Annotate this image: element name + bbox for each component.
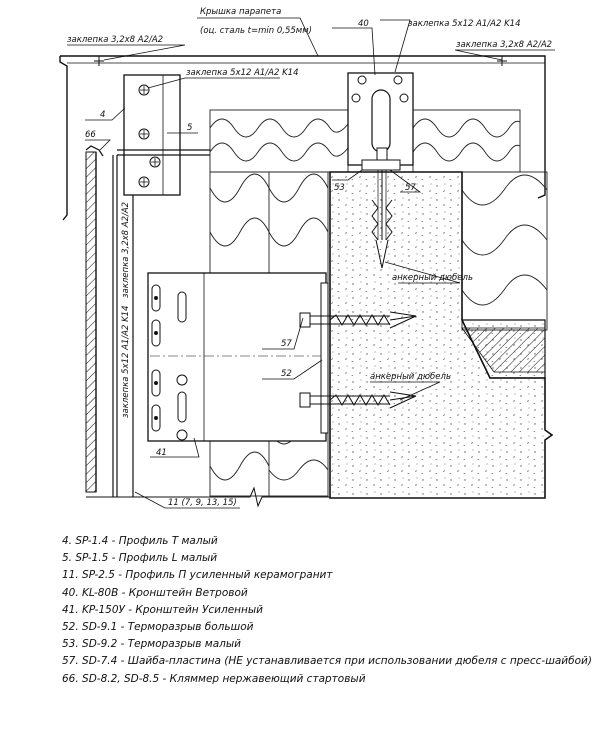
label-11: 11 (7, 9, 13, 15): [168, 498, 237, 508]
label-57-mid: 57: [281, 339, 292, 349]
label-5: 5: [187, 123, 192, 133]
rivet-right-label: заклепка 3,2х8 A2/A2: [456, 40, 552, 50]
parapet-cap: [59, 55, 546, 221]
thermal-break-large: [320, 282, 329, 434]
label-52: 52: [281, 369, 292, 379]
profile-l-small: [123, 74, 181, 196]
legend-item: 52. SD-9.1 - Терморазрыв большой: [62, 620, 254, 633]
cap-rivets: [94, 56, 507, 66]
parapet-cap-label-1: Крышка парапета: [200, 7, 281, 17]
rivet-bracket-label: заклепка 5х12 A1/A2 K14: [186, 68, 298, 78]
legend-item: 5. SP-1.5 - Профиль L малый: [62, 552, 218, 565]
legend-item: 53. SD-9.2 - Терморазрыв малый: [62, 638, 241, 651]
label-57-top: 57: [405, 183, 416, 193]
insulation-right: [461, 171, 548, 331]
bracket-reinforced: [147, 272, 327, 442]
rivet-vertical-label-2: заклепка 5х12 A1/A2 K14: [121, 306, 131, 418]
legend-item: 66. SD-8.2, SD-8.5 - Кляммер нержавеющий…: [62, 672, 366, 685]
label-41: 41: [156, 448, 167, 458]
legend-item: 57. SD-7.4 - Шайба-пластина (НЕ устанавл…: [62, 655, 592, 668]
legend-item: 4. SP-1.4 - Профиль Т малый: [62, 535, 218, 547]
break-line: [86, 486, 330, 508]
parapet-section-drawing: Крышка парапета (оц. сталь t=min 0,55мм)…: [59, 7, 555, 509]
anchor-bolts: [299, 311, 417, 409]
anchor-dowel-label-1: анкерный дюбель: [392, 273, 473, 283]
label-4: 4: [100, 110, 105, 120]
rivet-top-right-label: заклепка 5х12 A1/A2 K14: [408, 19, 520, 29]
rivet-left-label: заклепка 3,2х8 A2/A2: [67, 35, 163, 45]
rivet-vertical-label-1: заклепка 3,2х8 A2/A2: [121, 202, 131, 298]
cladding-panel: [85, 145, 104, 493]
label-66: 66: [85, 130, 96, 140]
legend-item: 41. KP-150У - Кронштейн Усиленный: [62, 603, 264, 616]
label-53: 53: [334, 183, 345, 193]
profile-t-small: [117, 149, 210, 156]
bracket-wind: [347, 72, 414, 269]
leader-lines: [67, 17, 555, 509]
legend-item: 11. SP-2.5 - Профиль П усиленный керамог…: [62, 569, 333, 582]
parts-legend: 4. SP-1.4 - Профиль Т малый 5. SP-1.5 - …: [62, 533, 592, 688]
anchor-dowel-label-2: анкерный дюбель: [370, 372, 451, 382]
label-40: 40: [358, 19, 369, 29]
parapet-cap-label-2: (оц. сталь t=min 0,55мм): [200, 26, 312, 36]
legend-item: 40. KL-80B - Кронштейн Ветровой: [62, 586, 248, 599]
roof-screed: [461, 327, 546, 373]
profile-p-reinforced: [112, 155, 134, 497]
